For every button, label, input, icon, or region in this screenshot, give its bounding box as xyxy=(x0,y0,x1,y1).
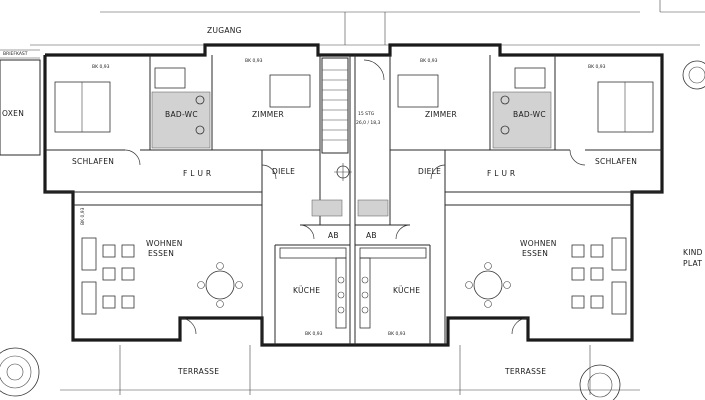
label-terrasse-left: TERRASSE xyxy=(177,367,219,376)
label-ab-right: AB xyxy=(366,231,377,240)
label-kind-b: PLAT xyxy=(683,259,702,268)
label-zimmer-left: ZIMMER xyxy=(252,110,284,119)
furniture-wohnen-right xyxy=(465,237,627,315)
furniture-wohnen-left xyxy=(81,237,243,315)
storage-ab xyxy=(311,199,389,217)
label-diele-right: DIELE xyxy=(418,167,441,176)
label-bk-4: BK 0,93 xyxy=(588,64,606,70)
terrace-lines xyxy=(119,345,591,395)
label-terrasse-right: TERRASSE xyxy=(504,367,546,376)
door-swings xyxy=(124,59,586,335)
label-bk-2: BK 0,93 xyxy=(245,58,263,64)
label-oxen: OXEN xyxy=(2,109,24,118)
label-essen-right: ESSEN xyxy=(522,249,548,258)
label-kind-a: KIND xyxy=(683,248,703,257)
label-zimmer-right: ZIMMER xyxy=(425,110,457,119)
label-bk-3: BK 0,93 xyxy=(420,58,438,64)
tree-right-top xyxy=(682,60,705,90)
label-essen-left: ESSEN xyxy=(148,249,174,258)
bed-zimmer-right xyxy=(397,74,439,108)
bed-schlafen-left xyxy=(54,81,111,133)
bed-zimmer-left xyxy=(269,74,311,108)
kitchen-right xyxy=(359,247,427,329)
tree-right-bottom xyxy=(579,364,621,400)
kitchen-left xyxy=(279,247,347,329)
outer-walls xyxy=(43,43,664,347)
bed-schlafen-right xyxy=(597,81,654,133)
label-kueche-left: KÜCHE xyxy=(293,286,320,295)
label-bad-wc-right: BAD-WC xyxy=(513,110,546,119)
label-stieg-dims: 26,0 / 18,3 xyxy=(356,120,381,126)
label-schlafen-left: SCHLAFEN xyxy=(72,157,114,166)
label-wohnen-right: WOHNEN xyxy=(520,239,557,248)
bathroom-left xyxy=(151,67,211,149)
label-bk-7: BK 0,93 xyxy=(80,207,86,225)
stairwell xyxy=(321,12,386,181)
bathroom-right xyxy=(492,67,552,149)
label-bk-1: BK 0,93 xyxy=(92,64,110,70)
interior-walls xyxy=(45,55,662,345)
label-zugang: ZUGANG xyxy=(207,26,242,35)
label-wohnen-left: WOHNEN xyxy=(146,239,183,248)
label-kueche-right: KÜCHE xyxy=(393,286,420,295)
label-bk-5: BK 0,93 xyxy=(305,331,323,337)
label-flur-right: F L U R xyxy=(487,169,515,178)
site-boundary xyxy=(0,0,705,391)
label-stieg-count: 15 STG xyxy=(358,111,375,117)
label-diele-left: DIELE xyxy=(272,167,295,176)
label-briefkast: BRIEFKAST xyxy=(3,51,28,57)
label-ab-left: AB xyxy=(328,231,339,240)
label-bk-6: BK 0,93 xyxy=(388,331,406,337)
label-flur-left: F L U R xyxy=(183,169,211,178)
label-schlafen-right: SCHLAFEN xyxy=(595,157,637,166)
tree-left xyxy=(0,347,40,397)
label-bad-wc-left: BAD-WC xyxy=(165,110,198,119)
